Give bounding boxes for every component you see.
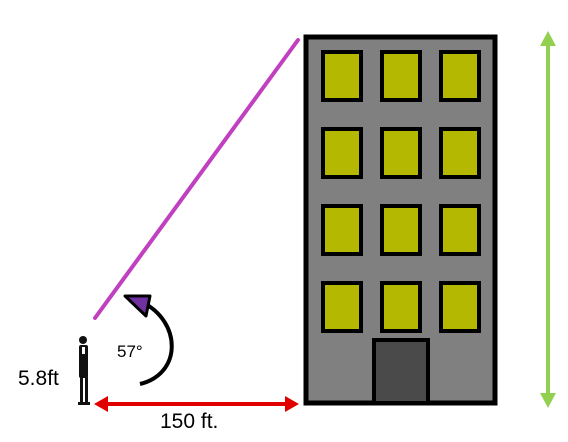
building-window [380, 281, 422, 333]
building-door [372, 338, 430, 405]
building-window [380, 50, 422, 102]
building [303, 34, 498, 406]
building-height-arrow [540, 31, 556, 408]
building-window [321, 281, 363, 333]
horizontal-distance-label: 150 ft. [160, 410, 219, 433]
angle-arc-arrow [123, 294, 174, 386]
line-of-sight [93, 38, 300, 320]
building-window [380, 127, 422, 179]
building-window [439, 281, 481, 333]
building-window [321, 204, 363, 256]
observer-person [78, 336, 90, 405]
building-window [321, 50, 363, 102]
elevation-angle-label: 57° [117, 342, 143, 361]
building-window [439, 127, 481, 179]
building-window [380, 204, 422, 256]
building-windows [321, 50, 481, 333]
building-window [439, 50, 481, 102]
building-window [439, 204, 481, 256]
distance-arrow [94, 396, 299, 412]
building-window [321, 127, 363, 179]
observer-height-label: 5.8ft [18, 367, 59, 390]
